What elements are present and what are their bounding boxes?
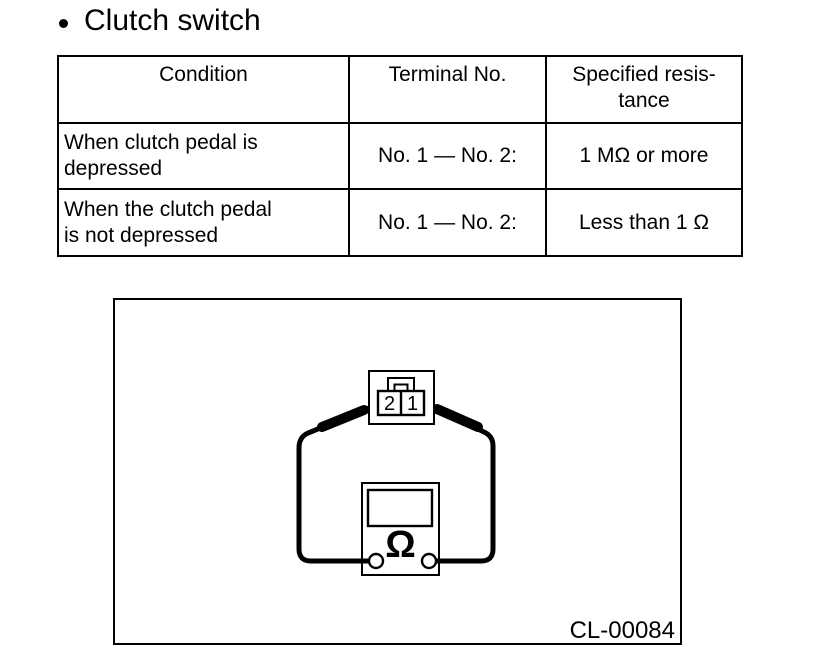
connector-icon: 2 1 (368, 370, 435, 425)
resistance-check-diagram: Ω 2 1 CL-00084 (113, 298, 682, 645)
bullet-icon (59, 18, 68, 28)
right-test-lead-wire (422, 401, 496, 564)
table-row: When the clutch pedal is not depressed N… (57, 188, 743, 257)
meter-display (366, 488, 434, 528)
terminal-2-label: 2 (384, 393, 395, 415)
clutch-switch-spec-table: Condition Terminal No. Specified resis- … (57, 55, 743, 257)
header-terminal-no: Terminal No. (348, 55, 547, 124)
left-test-lead-wire (296, 401, 380, 564)
left-probe-icon (317, 405, 369, 432)
resistance-cell: 1 MΩ or more (545, 122, 743, 190)
header-specified-resistance: Specified resis- tance (545, 55, 743, 124)
condition-cell: When the clutch pedal is not depressed (57, 188, 350, 257)
table-header-row: Condition Terminal No. Specified resis- … (57, 55, 743, 124)
resistance-cell: Less than 1 Ω (545, 188, 743, 257)
right-probe-icon (432, 404, 483, 432)
ohm-symbol: Ω (385, 524, 415, 566)
condition-cell: When clutch pedal is depressed (57, 122, 350, 190)
test-diagram-figure: Ω 2 1 CL-00084 (113, 298, 682, 645)
figure-id-label: CL-00084 (570, 617, 675, 644)
header-condition: Condition (57, 55, 350, 124)
terminal-cell: No. 1 — No. 2: (348, 188, 547, 257)
terminal-1-label: 1 (407, 393, 418, 415)
section-title: Clutch switch (57, 4, 261, 38)
figure-frame (113, 298, 682, 645)
section-title-text: Clutch switch (84, 4, 261, 37)
meter-left-jack (367, 552, 385, 570)
meter-right-jack (420, 552, 438, 570)
terminal-cell: No. 1 — No. 2: (348, 122, 547, 190)
table-row: When clutch pedal is depressed No. 1 — N… (57, 122, 743, 190)
